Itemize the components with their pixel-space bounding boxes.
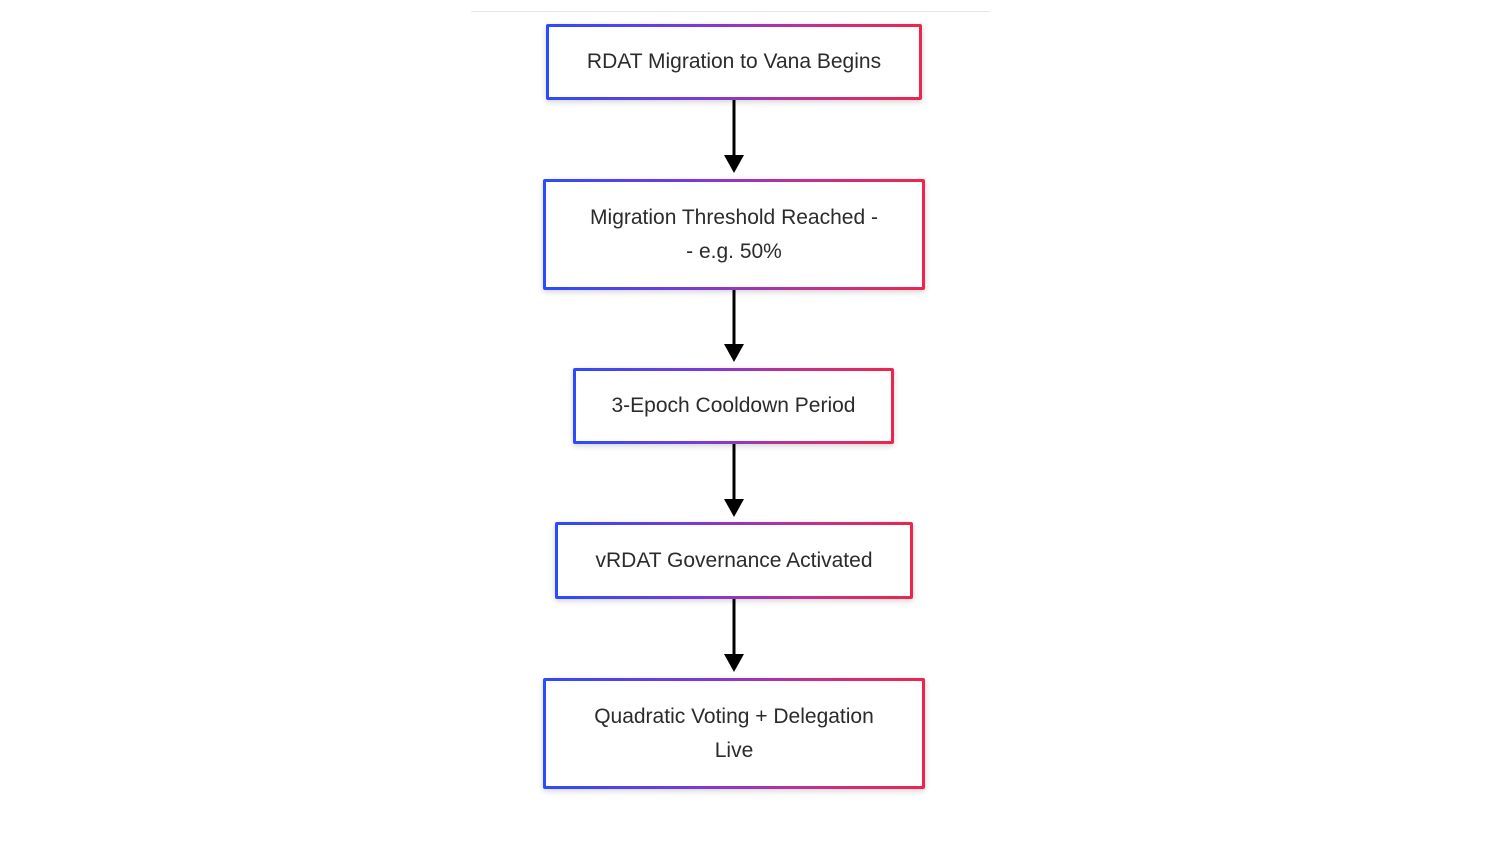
step-label: RDAT Migration to Vana Begins	[586, 50, 882, 73]
arrow-4-to-5	[724, 599, 744, 672]
arrow-1-to-2	[724, 100, 744, 173]
step-migration-begins: RDAT Migration to Vana Begins	[546, 24, 922, 100]
step-threshold-reached: Migration Threshold Reached - - e.g. 50%	[543, 179, 925, 290]
step-label: vRDAT Governance Activated	[595, 548, 873, 572]
top-divider	[471, 11, 990, 12]
step-label: Migration Threshold Reached - - e.g. 50%	[590, 205, 878, 263]
step-label: Quadratic Voting + Delegation Live	[594, 704, 874, 762]
step-cooldown-period: 3-Epoch Cooldown Period	[573, 368, 894, 444]
step-governance-activated: vRDAT Governance Activated	[555, 522, 913, 599]
step-voting-delegation-live: Quadratic Voting + Delegation Live	[543, 678, 925, 789]
arrow-3-to-4	[724, 444, 744, 517]
step-label: 3-Epoch Cooldown Period	[611, 394, 856, 417]
arrow-2-to-3	[724, 290, 744, 362]
